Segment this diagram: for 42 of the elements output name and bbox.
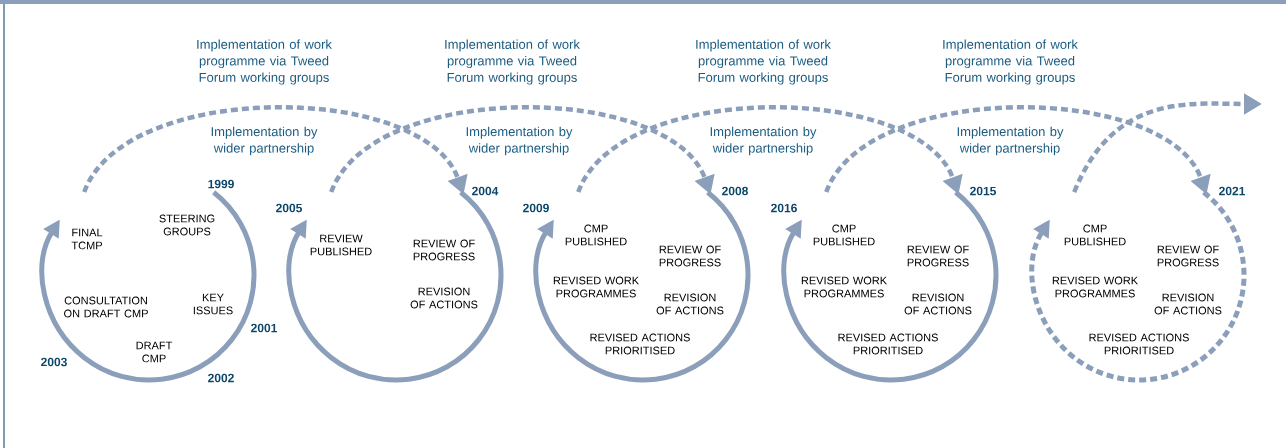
flow-label: Implementation by wider partnership	[957, 126, 1064, 156]
flow-label: Implementation of work programme via Tweed Forum working groups	[696, 39, 831, 85]
stage-label: REVISED ACTIONS PRIORITISED	[590, 333, 690, 355]
stage-label: REVISION OF ACTIONS	[656, 293, 724, 315]
flow-label: Implementation by wider partnership	[466, 126, 573, 156]
flow-label: Implementation of work programme via Tweed Forum working groups	[943, 39, 1078, 85]
stage-label: CONSULTATION ON DRAFT CMP	[64, 296, 148, 318]
stage-label: REVISED ACTIONS PRIORITISED	[1089, 333, 1189, 355]
stage-label: REVIEW PUBLISHED	[310, 234, 372, 256]
stage-label: FINAL TCMP	[71, 228, 103, 250]
stage-label: REVIEW OF PROGRESS	[907, 245, 969, 267]
year-label: 2004	[472, 186, 499, 196]
stage-label: REVIEW OF PROGRESS	[1157, 245, 1219, 267]
stage-label: CMP PUBLISHED	[565, 224, 627, 246]
year-label: 2005	[276, 203, 302, 213]
stage-label: REVIEW OF PROGRESS	[413, 239, 475, 261]
year-label: 2002	[208, 373, 234, 383]
stage-label: REVISED WORK PROGRAMMES	[1052, 276, 1138, 298]
stage-label: REVIEW OF PROGRESS	[659, 245, 721, 267]
stage-label: REVISION OF ACTIONS	[410, 287, 478, 309]
stage-label: REVISION OF ACTIONS	[904, 293, 972, 315]
stage-label: REVISED ACTIONS PRIORITISED	[838, 333, 938, 355]
stage-label: CMP PUBLISHED	[1064, 224, 1126, 246]
year-label: 2015	[970, 186, 996, 196]
flow-label: Implementation of work programme via Tweed Forum working groups	[445, 39, 580, 85]
year-label: 2001	[251, 323, 277, 333]
stage-label: CMP PUBLISHED	[813, 224, 875, 246]
stage-label: KEY ISSUES	[193, 293, 233, 315]
year-label: 1999	[208, 179, 234, 189]
stage-label: REVISION OF ACTIONS	[1154, 293, 1222, 315]
year-label: 2016	[771, 203, 797, 213]
flow-label: Implementation by wider partnership	[211, 126, 318, 156]
stage-label: STEERING GROUPS	[159, 214, 215, 236]
year-label: 2003	[41, 357, 67, 367]
stage-label: REVISED WORK PROGRAMMES	[801, 276, 887, 298]
flow-label: Implementation of work programme via Tweed Forum working groups	[197, 39, 332, 85]
stage-label: DRAFT CMP	[136, 341, 173, 363]
year-label: 2009	[523, 203, 549, 213]
stage-label: REVISED WORK PROGRAMMES	[553, 276, 639, 298]
year-label: 2008	[722, 186, 748, 196]
year-label: 2021	[1219, 186, 1245, 196]
flow-label: Implementation by wider partnership	[710, 126, 817, 156]
